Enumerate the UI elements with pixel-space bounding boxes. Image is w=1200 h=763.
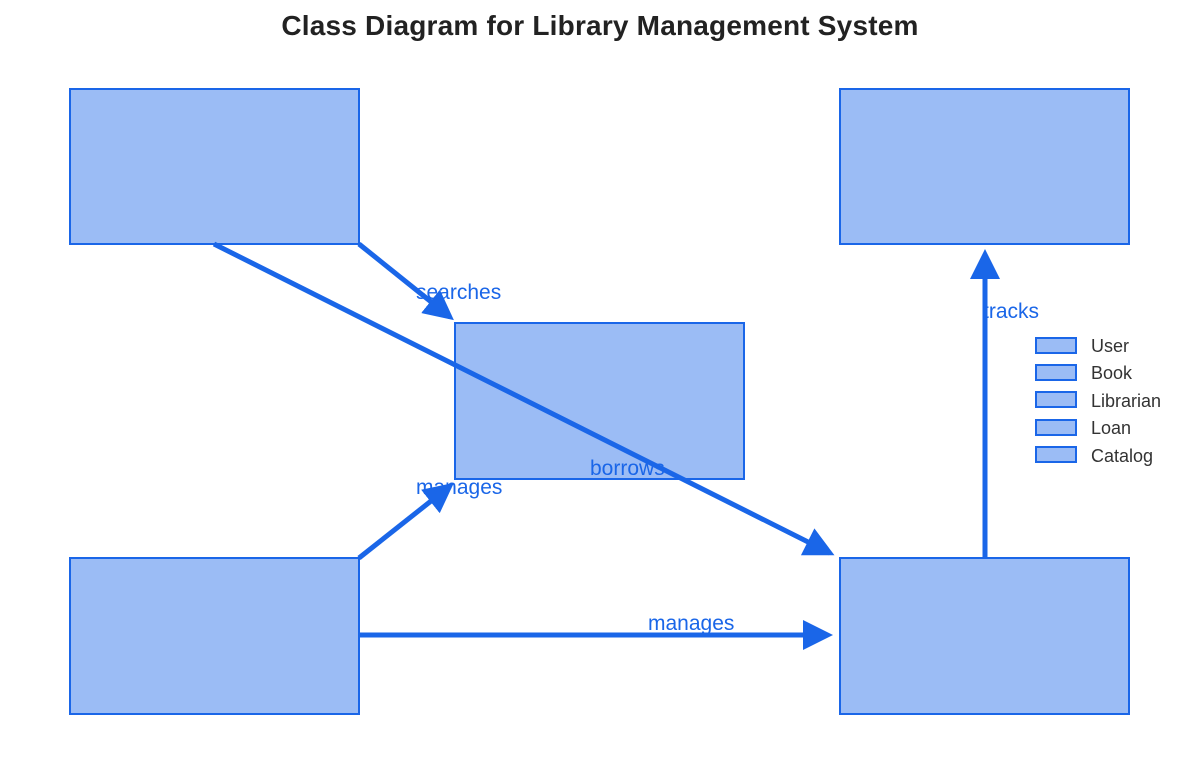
legend-label: Librarian (1091, 391, 1161, 411)
legend-item: Librarian (1035, 391, 1161, 411)
legend-swatch (1035, 337, 1077, 354)
edge-user-book (357, 242, 454, 321)
legend: User Book Librarian Loan Catalog (1035, 336, 1161, 466)
edge-label-manages-loan: manages (648, 612, 734, 635)
legend-label: Catalog (1091, 446, 1153, 466)
edge-librarian-book (357, 482, 454, 560)
edge-label-borrows: borrows (590, 457, 665, 480)
legend-swatch (1035, 391, 1077, 408)
legend-label: User (1091, 336, 1129, 356)
legend-swatch (1035, 419, 1077, 436)
class-box-book[interactable] (454, 322, 745, 480)
class-box-librarian[interactable] (69, 557, 360, 715)
legend-item: Catalog (1035, 446, 1153, 466)
edge-user-loan (212, 241, 835, 556)
legend-item: Book (1035, 363, 1133, 383)
class-box-user[interactable] (69, 88, 360, 245)
legend-item: User (1035, 336, 1129, 356)
edge-label-manages-book: manages (416, 476, 502, 499)
legend-label: Book (1091, 363, 1133, 383)
diagram-title: Class Diagram for Library Management Sys… (281, 10, 919, 41)
legend-label: Loan (1091, 418, 1131, 438)
legend-item: Loan (1035, 418, 1131, 438)
edge-label-searches: searches (416, 281, 501, 304)
class-box-catalog[interactable] (839, 88, 1130, 245)
legend-swatch (1035, 364, 1077, 381)
class-box-loan[interactable] (839, 557, 1130, 715)
legend-swatch (1035, 446, 1077, 463)
edge-label-tracks: tracks (983, 300, 1039, 323)
